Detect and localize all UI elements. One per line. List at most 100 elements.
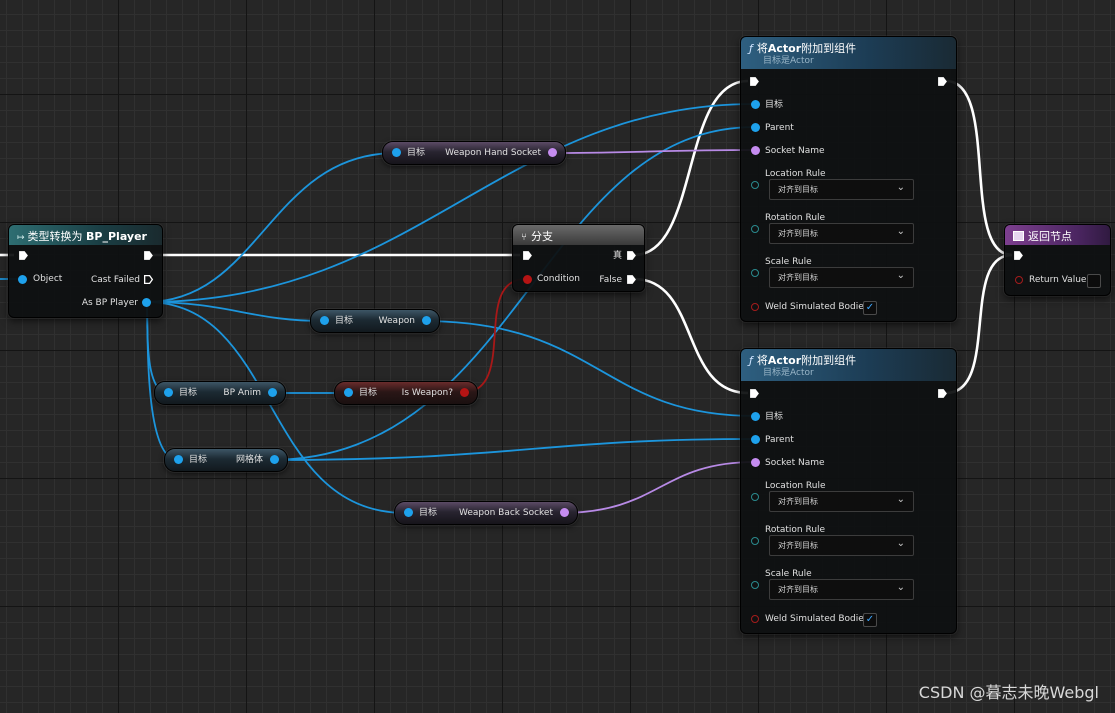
hand-socket-target-label: 目标 [407, 148, 426, 158]
attach1-rotation-rule-pin[interactable] [751, 225, 759, 233]
branch-exec-in-pin[interactable] [522, 250, 533, 261]
getter-bp-anim[interactable]: 目标 BP Anim [154, 381, 286, 405]
attach1-socket-name-pin[interactable] [751, 146, 760, 155]
chevron-down-icon: ⌄ [896, 538, 905, 549]
cast-icon: ↦ [17, 233, 25, 243]
attach2-location-rule-pin[interactable] [751, 493, 759, 501]
attach2-exec-in-pin[interactable] [749, 388, 760, 399]
cast-node[interactable]: ↦类型转换为 BP_Player Object Cast Failed As B… [8, 224, 163, 318]
exec-wires [0, 79, 1013, 395]
bp-anim-target-pin[interactable] [164, 388, 173, 397]
hand-socket-out-pin[interactable] [548, 148, 557, 157]
attach1-title-prefix: 将 [756, 42, 768, 55]
attach1-parent-label: Parent [765, 123, 794, 133]
branch-condition-label: Condition [537, 274, 580, 284]
is-weapon-out-pin[interactable] [460, 388, 469, 397]
hand-socket-name: Weapon Hand Socket [445, 148, 541, 158]
is-weapon-target-label: 目标 [359, 388, 378, 398]
attach1-location-rule-pin[interactable] [751, 181, 759, 189]
branch-title: 分支 [531, 230, 553, 243]
attach1-socket-name-label: Socket Name [765, 146, 825, 156]
attach1-exec-out-pin[interactable] [937, 76, 948, 87]
attach2-title-prefix: 将 [756, 354, 768, 367]
branch-node[interactable]: ⑂分支 真 Condition False [512, 224, 645, 292]
attach2-location-rule-label: Location Rule [765, 481, 826, 491]
attach2-exec-out-pin[interactable] [937, 388, 948, 399]
attach1-location-rule-label: Location Rule [765, 169, 826, 179]
attach1-location-rule-dropdown[interactable]: 对齐到目标⌄ [769, 179, 914, 200]
attach2-socket-name-pin[interactable] [751, 458, 760, 467]
attach2-location-rule-value: 对齐到目标 [778, 497, 818, 506]
attach2-scale-rule-dropdown[interactable]: 对齐到目标⌄ [769, 579, 914, 600]
attach2-scale-rule-pin[interactable] [751, 581, 759, 589]
attach1-exec-in-pin[interactable] [749, 76, 760, 87]
attach1-scale-rule-pin[interactable] [751, 269, 759, 277]
getter-weapon[interactable]: 目标 Weapon [310, 309, 440, 333]
return-exec-in-pin[interactable] [1013, 250, 1024, 261]
attach1-scale-rule-value: 对齐到目标 [778, 273, 818, 282]
return-node[interactable]: 返回节点 Return Value [1004, 224, 1111, 296]
wire-exec-false-to-attach2 [633, 277, 749, 395]
branch-false-pin[interactable] [626, 274, 637, 285]
attach2-weld-pin[interactable] [751, 615, 759, 623]
attach1-scale-rule-label: Scale Rule [765, 257, 812, 267]
back-socket-name: Weapon Back Socket [458, 508, 553, 518]
weapon-out-pin[interactable] [422, 316, 431, 325]
mesh-target-pin[interactable] [174, 455, 183, 464]
attach2-scale-rule-label: Scale Rule [765, 569, 812, 579]
attach2-location-rule-dropdown[interactable]: 对齐到目标⌄ [769, 491, 914, 512]
attach2-parent-pin[interactable] [751, 435, 760, 444]
attach2-subtitle: 目标是Actor [763, 368, 814, 378]
getter-is-weapon[interactable]: 目标 Is Weapon? [334, 381, 478, 405]
cast-exec-in-pin[interactable] [18, 250, 29, 261]
attach2-target-pin[interactable] [751, 412, 760, 421]
return-node-header[interactable]: 返回节点 [1005, 225, 1110, 245]
return-value-pin[interactable] [1015, 276, 1023, 284]
cast-object-pin[interactable] [18, 275, 27, 284]
hand-socket-target-pin[interactable] [392, 148, 401, 157]
cast-failed-label: Cast Failed [91, 275, 140, 285]
attach1-parent-pin[interactable] [751, 123, 760, 132]
branch-true-pin[interactable] [626, 250, 637, 261]
wire-exec-attach2-to-return [945, 253, 1013, 395]
attach1-weld-checkbox[interactable]: ✓ [863, 301, 877, 315]
attach1-scale-rule-dropdown[interactable]: 对齐到目标⌄ [769, 267, 914, 288]
is-weapon-target-pin[interactable] [344, 388, 353, 397]
return-value-checkbox[interactable] [1087, 274, 1101, 288]
attach2-socket-name-label: Socket Name [765, 458, 825, 468]
is-weapon-name: Is Weapon? [401, 388, 453, 398]
weapon-target-pin[interactable] [320, 316, 329, 325]
as-bp-player-label: As BP Player [81, 298, 138, 308]
attach2-scale-rule-value: 对齐到目标 [778, 585, 818, 594]
attach2-weld-label: Weld Simulated Bodies [765, 614, 869, 624]
back-socket-out-pin[interactable] [560, 508, 569, 517]
attach2-title-suffix: 附加到组件 [801, 354, 857, 367]
cast-node-header[interactable]: ↦类型转换为 BP_Player [9, 225, 162, 245]
attach2-weld-checkbox[interactable]: ✓ [863, 613, 877, 627]
branch-condition-pin[interactable] [523, 275, 532, 284]
getter-weapon-hand-socket[interactable]: 目标 Weapon Hand Socket [382, 141, 566, 165]
bp-anim-name: BP Anim [223, 388, 261, 398]
as-bp-player-pin[interactable] [142, 298, 151, 307]
getter-mesh[interactable]: 目标 网格体 [164, 448, 288, 472]
attach2-rotation-rule-pin[interactable] [751, 537, 759, 545]
branch-node-header[interactable]: ⑂分支 [513, 225, 644, 245]
attach1-target-pin[interactable] [751, 100, 760, 109]
bp-anim-out-pin[interactable] [268, 388, 277, 397]
attach1-location-rule-value: 对齐到目标 [778, 185, 818, 194]
wire-hand-socket-to-attach1 [547, 149, 756, 154]
getter-weapon-back-socket[interactable]: 目标 Weapon Back Socket [394, 501, 578, 525]
mesh-out-pin[interactable] [270, 455, 279, 464]
attach1-rotation-rule-dropdown[interactable]: 对齐到目标⌄ [769, 223, 914, 244]
cast-exec-out-pin[interactable] [143, 250, 154, 261]
attach1-weld-pin[interactable] [751, 303, 759, 311]
attach2-rotation-rule-dropdown[interactable]: 对齐到目标⌄ [769, 535, 914, 556]
wire-back-socket-to-attach2 [559, 461, 756, 514]
cast-failed-pin[interactable] [143, 274, 154, 285]
back-socket-target-pin[interactable] [404, 508, 413, 517]
